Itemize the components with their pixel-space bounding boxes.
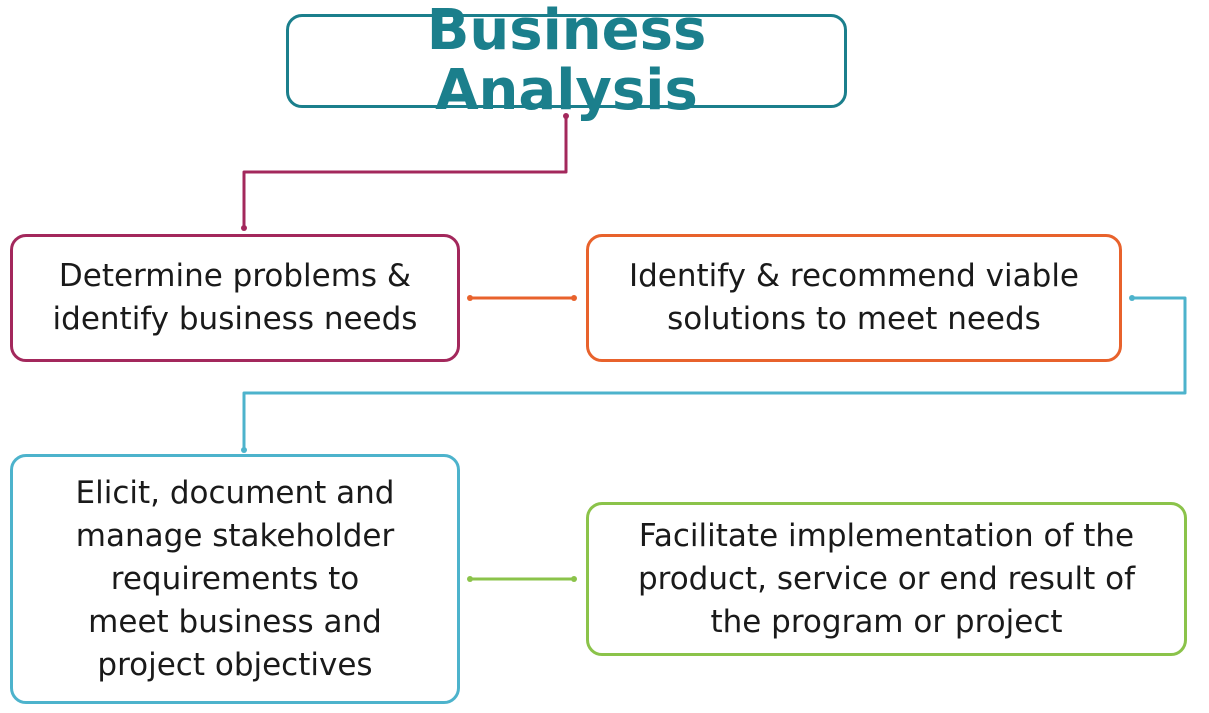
step-text-recommend-solutions: Identify & recommend viable solutions to… — [628, 258, 1079, 337]
step-box-determine-needs: Determine problems & identify business n… — [10, 234, 460, 362]
step-text-determine-needs: Determine problems & identify business n… — [52, 258, 418, 337]
diagram-title: Business Analysis — [426, 0, 707, 123]
step-box-manage-requirements: Elicit, document and manage stakeholder … — [10, 454, 460, 704]
step-box-recommend-solutions: Identify & recommend viable solutions to… — [586, 234, 1122, 362]
connector-title-to-box-1 — [242, 114, 568, 230]
title-box: Business Analysis — [286, 1, 847, 121]
step-text-facilitate-implementation: Facilitate implementation of the product… — [637, 517, 1136, 640]
connector-endpoint-dots — [241, 113, 1135, 582]
connector-box-2-to-box-3 — [242, 296, 1187, 452]
step-text-manage-requirements: Elicit, document and manage stakeholder … — [75, 474, 395, 683]
step-box-facilitate-implementation: Facilitate implementation of the product… — [586, 502, 1187, 656]
